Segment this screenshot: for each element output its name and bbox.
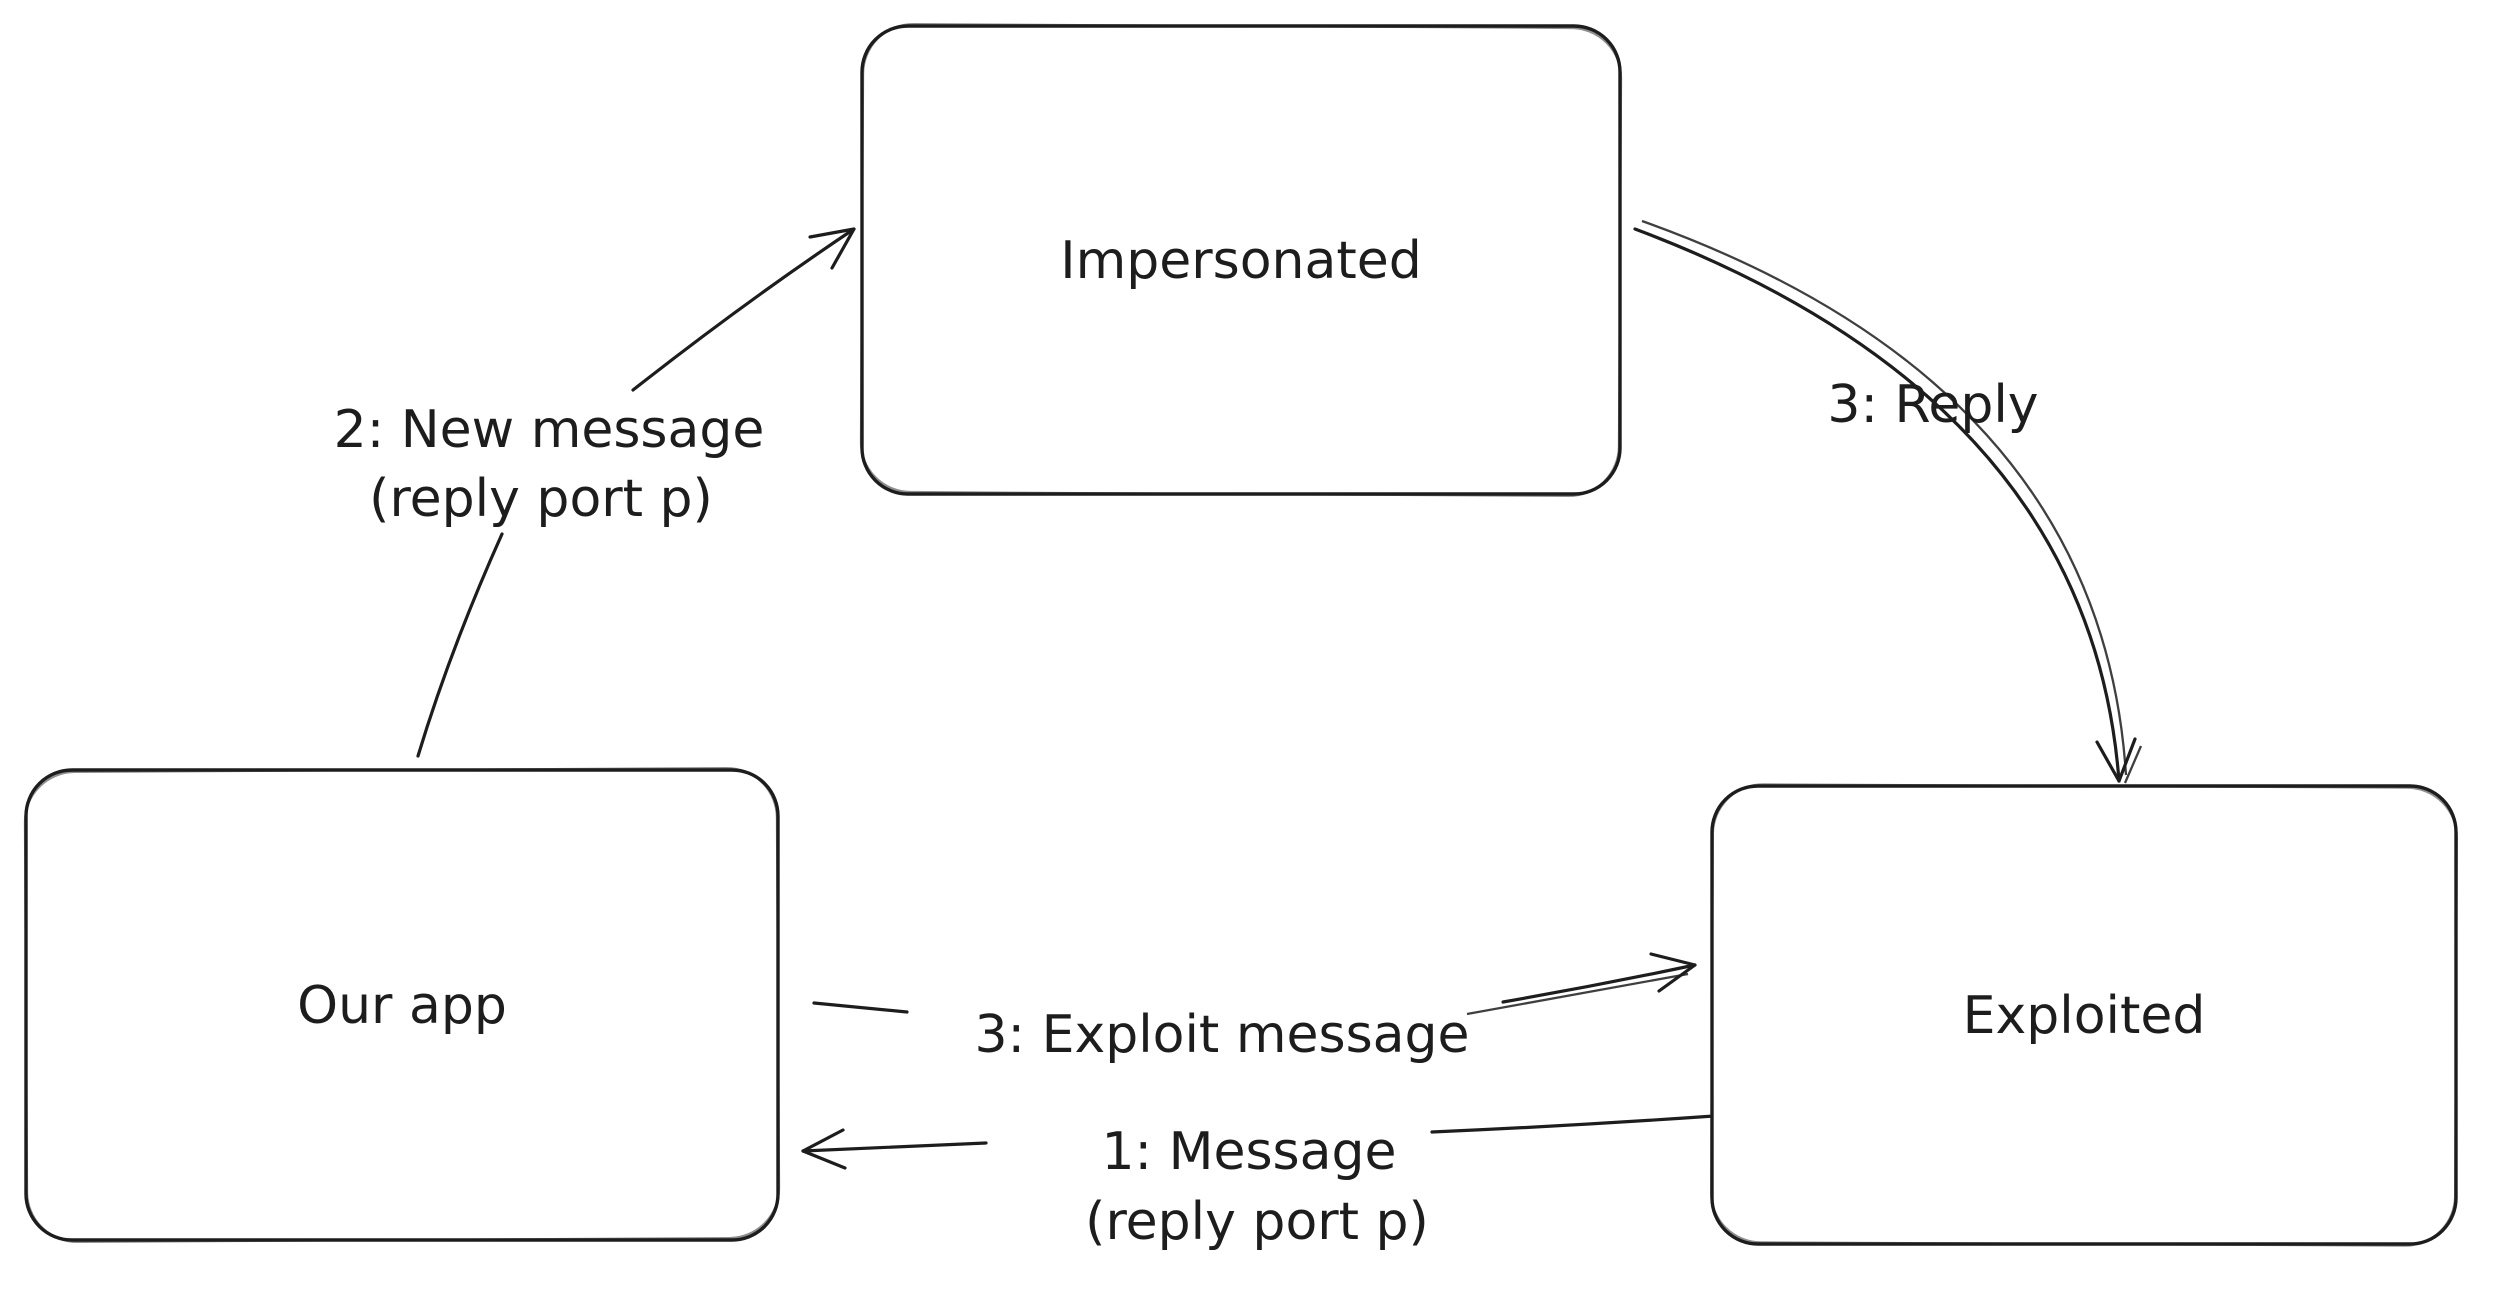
node-exploited-label: Exploited bbox=[1963, 986, 2206, 1046]
node-impersonated-box-echo bbox=[859, 22, 1623, 498]
edge-exploit-message-label: 3: Exploit message bbox=[974, 1005, 1469, 1065]
edge-reply-label: 3: Reply bbox=[1827, 375, 2038, 435]
node-exploited: Exploited bbox=[1710, 783, 2458, 1247]
edge-reply-line bbox=[1633, 227, 2121, 783]
edge-exploit-message-line-echo bbox=[1466, 972, 1689, 1016]
edge-reply-arrowhead bbox=[2095, 737, 2137, 783]
edge-reply-arrowhead-echo bbox=[2123, 745, 2143, 784]
node-our-app-box-echo bbox=[23, 766, 781, 1244]
edge-message-line-right bbox=[1430, 1114, 1716, 1134]
edge-message-line-left bbox=[801, 1141, 988, 1153]
edge-message-label-line1: 1: Message bbox=[1101, 1122, 1396, 1182]
edge-new-message: 2: New message (reply port p) bbox=[334, 227, 856, 758]
edge-exploit-message-line-right bbox=[1501, 963, 1697, 1004]
edge-reply: 3: Reply bbox=[1633, 219, 2143, 784]
edge-reply-line-echo bbox=[1641, 219, 2128, 776]
node-impersonated: Impersonated bbox=[859, 22, 1623, 498]
edge-message-label-line2: (reply port p) bbox=[1085, 1192, 1429, 1252]
node-exploited-box-echo bbox=[1710, 783, 2458, 1247]
node-our-app-label: Our app bbox=[297, 976, 507, 1036]
edge-message-arrowhead bbox=[801, 1128, 847, 1170]
edge-exploit-message: 3: Exploit message bbox=[812, 952, 1697, 1065]
edge-new-message-line-upper bbox=[631, 227, 856, 392]
edge-new-message-label-line2: (reply port p) bbox=[369, 469, 713, 529]
edge-message: 1: Message (reply port p) bbox=[801, 1114, 1716, 1252]
edge-new-message-arrowhead bbox=[808, 227, 856, 270]
node-our-app: Our app bbox=[23, 766, 781, 1244]
edge-exploit-message-line-left bbox=[812, 1001, 909, 1014]
node-impersonated-label: Impersonated bbox=[1060, 231, 1422, 291]
edge-exploit-message-arrowhead bbox=[1649, 952, 1697, 993]
edge-new-message-label-line1: 2: New message bbox=[334, 400, 765, 460]
edge-new-message-line-lower bbox=[416, 532, 504, 758]
